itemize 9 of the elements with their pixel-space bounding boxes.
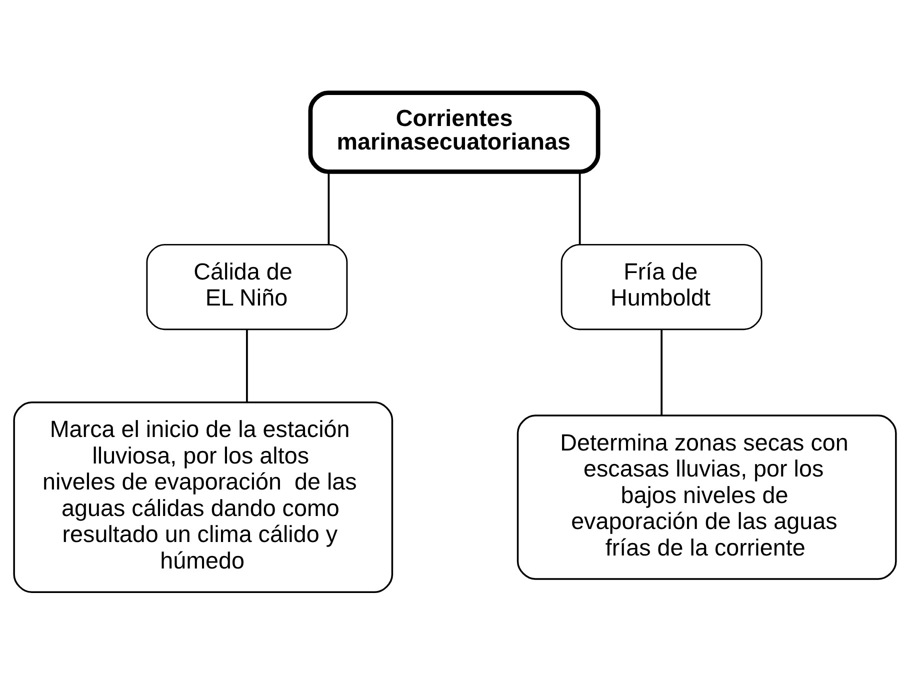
node-box: Fría de Humboldt: [560, 243, 762, 330]
connector: [328, 171, 330, 244]
node-box: Determina zonas secas con escasas lluvias, por los bajos niveles de evaporación de las aguas frías de la corriente: [516, 414, 897, 580]
node-box: Cálida de EL Niño: [146, 243, 348, 330]
node-box: Marca el inicio de la estación lluviosa, por los altos niveles de evaporación de las aguas cálidas dando como resultado un clima cálido y húmedo: [13, 400, 394, 593]
connector: [578, 171, 581, 244]
connector: [246, 329, 248, 402]
node-box: Corrientes marinasecuatorianas: [308, 90, 600, 174]
connector: [660, 329, 663, 415]
